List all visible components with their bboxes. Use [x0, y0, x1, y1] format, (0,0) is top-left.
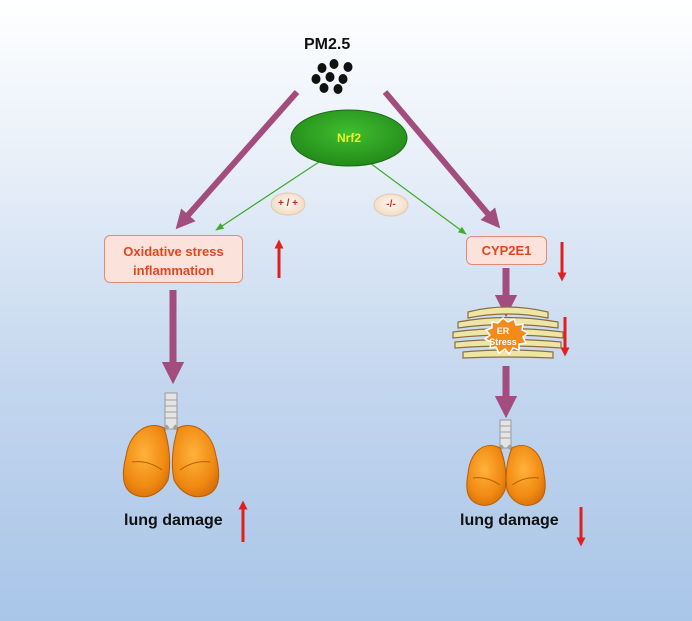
- lung-icon: [466, 419, 546, 506]
- arrow-nrf2-to-oxidative: [215, 159, 323, 231]
- oxidative-stress-box: Oxidative stress inflammation: [104, 235, 243, 283]
- sign-label-right: -/-: [386, 199, 396, 210]
- lung-damage-label-left: lung damage: [124, 512, 223, 529]
- cyp2e1-label: CYP2E1: [481, 243, 532, 258]
- arrow-pm-to-cyp2e1: [382, 90, 501, 229]
- er-stress-line2: Stress: [489, 337, 517, 347]
- nrf2-label: Nrf2: [336, 131, 361, 145]
- arrow-nrf2-to-cyp2e1: [365, 159, 467, 235]
- er-stress-label: ER Stress: [480, 326, 526, 348]
- arrow-pm-to-oxidative: [175, 90, 300, 230]
- oxidative-stress-line1: Oxidative stress: [123, 244, 224, 259]
- lung-damage-label-right: lung damage: [460, 512, 559, 529]
- sign-bead-right: [373, 193, 409, 217]
- cyp2e1-box: CYP2E1: [466, 236, 547, 265]
- sign-bead-left: [270, 192, 306, 216]
- pm25-label: PM2.5: [304, 36, 351, 53]
- nrf2-node: [290, 109, 408, 167]
- oxidative-stress-line2: inflammation: [133, 263, 214, 278]
- lung-icon: [122, 392, 220, 498]
- particle-icon: [311, 59, 353, 94]
- er-stress-starburst: [483, 316, 530, 356]
- er-stress-line1: ER: [496, 326, 510, 336]
- sign-label-left: + / +: [277, 198, 298, 209]
